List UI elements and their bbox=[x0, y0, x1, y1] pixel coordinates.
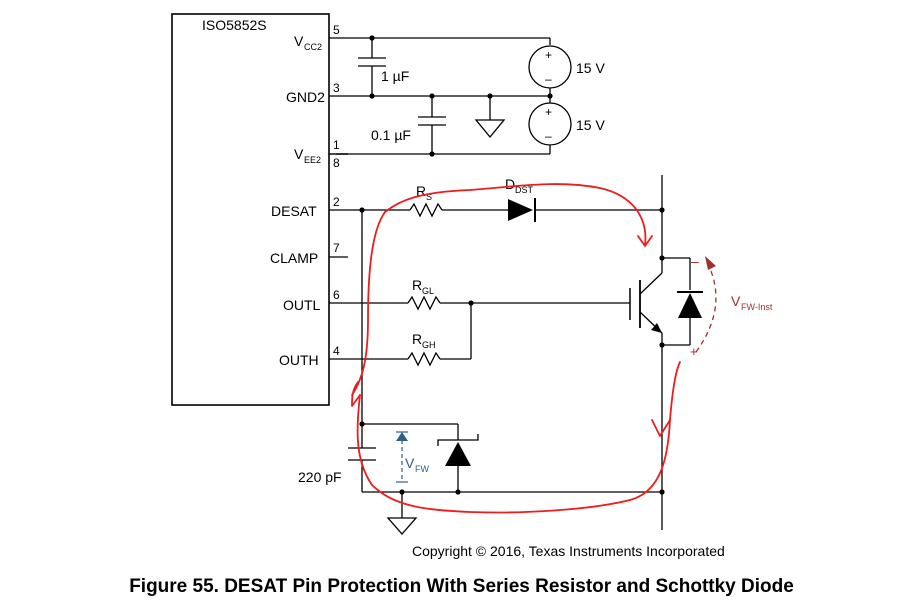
svg-text:FW-Inst: FW-Inst bbox=[741, 302, 773, 312]
svg-text:CLAMP: CLAMP bbox=[270, 250, 318, 266]
svg-text:4: 4 bbox=[333, 344, 340, 358]
gate-wiring bbox=[348, 295, 630, 367]
figure-caption: Figure 55. DESAT Pin Protection With Ser… bbox=[129, 576, 794, 597]
pin-vcc2: V CC2 5 bbox=[294, 23, 340, 52]
svg-text:15 V: 15 V bbox=[576, 117, 605, 133]
svg-text:V: V bbox=[294, 33, 304, 49]
supply-wiring bbox=[348, 37, 551, 155]
voltage-source-2: + – 15 V bbox=[528, 102, 605, 146]
svg-text:DESAT: DESAT bbox=[271, 203, 317, 219]
copyright-text: Copyright © 2016, Texas Instruments Inco… bbox=[412, 543, 725, 559]
capacitor-1uf: 1 µF bbox=[358, 57, 409, 84]
rs-label: R bbox=[416, 183, 426, 199]
desat-wiring bbox=[348, 202, 662, 492]
pin-8: 8 bbox=[333, 156, 340, 170]
bottom-wiring bbox=[362, 423, 662, 518]
schottky-diode bbox=[437, 434, 479, 466]
svg-text:CC2: CC2 bbox=[304, 42, 322, 52]
vfw-annotation: V FW bbox=[396, 431, 429, 483]
capacitor-0.1uf: 0.1 µF bbox=[371, 116, 446, 143]
svg-text:1: 1 bbox=[333, 138, 340, 152]
svg-text:7: 7 bbox=[333, 241, 340, 255]
svg-text:GH: GH bbox=[422, 340, 436, 350]
svg-text:S: S bbox=[426, 192, 432, 202]
ground-icon-2 bbox=[386, 517, 418, 535]
svg-text:V: V bbox=[405, 455, 415, 471]
pin-clamp: CLAMP 7 bbox=[270, 241, 340, 266]
svg-text:–: – bbox=[691, 253, 699, 269]
svg-text:+: + bbox=[545, 105, 552, 119]
svg-text:2: 2 bbox=[333, 195, 340, 209]
voltage-source-1: + – 15 V bbox=[528, 45, 605, 89]
svg-text:V: V bbox=[731, 293, 741, 309]
svg-text:OUTL: OUTL bbox=[283, 297, 321, 313]
current-path-annotation bbox=[351, 183, 681, 514]
pin-outh: OUTH 4 bbox=[279, 344, 340, 368]
svg-text:15 V: 15 V bbox=[576, 60, 605, 76]
svg-text:1 µF: 1 µF bbox=[381, 68, 409, 84]
svg-text:5: 5 bbox=[333, 23, 340, 37]
pin-vee2: V EE2 1 bbox=[294, 138, 340, 165]
ground-icon bbox=[474, 119, 506, 139]
svg-text:+: + bbox=[545, 48, 552, 62]
svg-text:3: 3 bbox=[333, 81, 340, 95]
svg-text:D: D bbox=[505, 176, 515, 192]
svg-text:6: 6 bbox=[333, 288, 340, 302]
vfw-inst-annotation: – + V FW-Inst bbox=[690, 253, 773, 359]
svg-text:OUTH: OUTH bbox=[279, 352, 319, 368]
svg-text:–: – bbox=[545, 129, 552, 143]
rgh-label: R bbox=[412, 331, 422, 347]
svg-text:–: – bbox=[545, 72, 552, 86]
svg-text:GL: GL bbox=[422, 286, 434, 296]
capacitor-220pf: 220 pF bbox=[298, 447, 376, 485]
svg-text:220 pF: 220 pF bbox=[298, 469, 342, 485]
pin-gnd2: GND2 3 bbox=[286, 81, 340, 105]
svg-text:8: 8 bbox=[333, 156, 340, 170]
pin-outl: OUTL 6 bbox=[283, 288, 340, 313]
svg-text:V: V bbox=[294, 146, 304, 162]
svg-text:+: + bbox=[690, 344, 698, 359]
igbt bbox=[629, 175, 703, 530]
svg-text:0.1 µF: 0.1 µF bbox=[371, 127, 411, 143]
ic-name: ISO5852S bbox=[202, 17, 267, 33]
svg-text:EE2: EE2 bbox=[304, 155, 321, 165]
svg-text:FW: FW bbox=[415, 464, 429, 474]
diode-dst: D DST bbox=[505, 176, 536, 222]
rgl-label: R bbox=[412, 277, 422, 293]
pin-desat: DESAT 2 bbox=[271, 195, 340, 219]
svg-text:GND2: GND2 bbox=[286, 89, 325, 105]
svg-text:DST: DST bbox=[515, 185, 534, 195]
